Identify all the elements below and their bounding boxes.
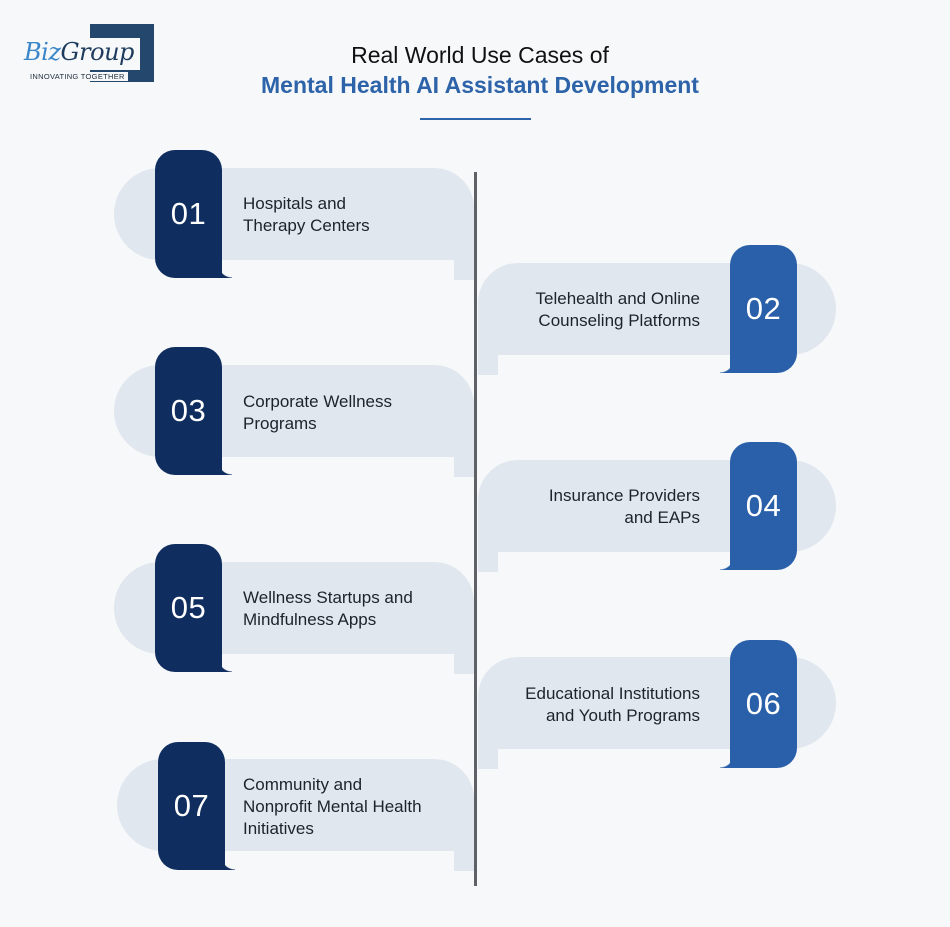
timeline-divider	[474, 172, 477, 886]
item-01-number-badge: 01	[155, 150, 232, 278]
item-07-number-badge: 07	[158, 742, 235, 870]
item-04-number-badge: 04	[720, 442, 797, 570]
item-05-number-badge: 05	[155, 544, 232, 672]
page-title-line2: Mental Health AI Assistant Development	[261, 72, 699, 98]
item-03-number-badge: 03	[155, 347, 232, 475]
page-title-line1: Real World Use Cases of	[351, 42, 609, 68]
logo-tagline: INNOVATING TOGETHER	[30, 72, 128, 81]
logo-wordmark: BizGroup	[24, 38, 134, 66]
item-06-number-badge: 06	[720, 640, 797, 768]
item-02-number-badge: 02	[720, 245, 797, 373]
title-underline	[420, 118, 531, 120]
bizgroup-logo: BizGroup INNOVATING TOGETHER	[20, 20, 160, 86]
